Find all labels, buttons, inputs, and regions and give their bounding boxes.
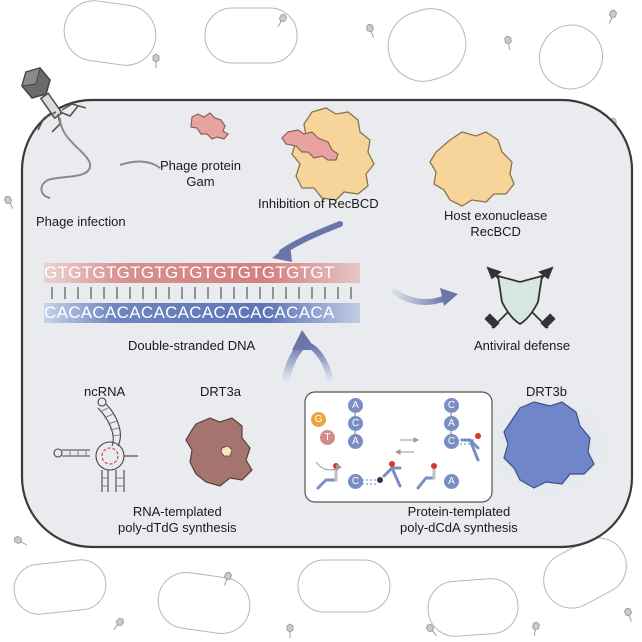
gam-protein bbox=[190, 112, 229, 140]
injected-dna bbox=[40, 117, 91, 199]
nucleotide-a: A bbox=[348, 434, 363, 449]
label-rna-templated: RNA-templated poly-dTdG synthesis bbox=[118, 504, 237, 536]
shield-icon bbox=[484, 266, 556, 329]
nucleotide-c: C bbox=[348, 416, 363, 431]
inset-binding-motifs bbox=[316, 433, 481, 490]
background-bacteria bbox=[13, 0, 627, 637]
label-host-exonuclease-line2: RecBCD bbox=[470, 224, 521, 239]
label-protein-templated-line2: poly-dCdA synthesis bbox=[400, 520, 518, 535]
label-antiviral: Antiviral defense bbox=[474, 338, 571, 353]
label-inhibition: Inhibition of RecBCD bbox=[258, 196, 379, 211]
nucleotide-c: C bbox=[444, 398, 459, 413]
ncrna-structure bbox=[53, 397, 138, 492]
label-drt3a: DRT3a bbox=[200, 384, 241, 399]
dna-top-strand: GTGTGTGTGTGTGTGTGTGTGTGT bbox=[44, 263, 360, 283]
label-protein-templated-line1: Protein-templated bbox=[407, 504, 511, 519]
drt3a-protein bbox=[185, 417, 253, 487]
nucleotide-c: C bbox=[348, 474, 363, 489]
nucleotide-g: G bbox=[311, 412, 326, 427]
nucleotide-a: A bbox=[444, 474, 459, 489]
recbcd-protein bbox=[429, 131, 515, 207]
label-protein-templated: Protein-templated poly-dCdA synthesis bbox=[400, 504, 518, 536]
label-phage-protein: Phage protein Gam bbox=[160, 158, 241, 190]
nucleotide-t: T bbox=[320, 430, 335, 445]
nucleotide-a: A bbox=[348, 398, 363, 413]
label-phage-protein-line2: Gam bbox=[186, 174, 215, 189]
label-phage-infection: Phage infection bbox=[36, 214, 126, 229]
label-host-exonuclease-line1: Host exonuclease bbox=[444, 208, 548, 223]
phage-icon bbox=[21, 67, 87, 133]
nucleotide-c: C bbox=[444, 434, 459, 449]
label-ncrna: ncRNA bbox=[84, 384, 126, 399]
label-dsdna: Double-stranded DNA bbox=[128, 338, 256, 353]
label-phage-protein-line1: Phage protein bbox=[160, 158, 241, 173]
nucleotide-a: A bbox=[444, 416, 459, 431]
dna-rungs bbox=[51, 287, 352, 299]
drt3b-protein bbox=[503, 401, 595, 489]
label-rna-templated-line1: RNA-templated bbox=[132, 504, 222, 519]
defense-arrow bbox=[392, 289, 449, 305]
label-host-exonuclease: Host exonuclease RecBCD bbox=[444, 208, 547, 240]
dna-bottom-strand: CACACACACACACACACACACACA bbox=[44, 303, 360, 323]
label-drt3b: DRT3b bbox=[526, 384, 567, 399]
label-rna-templated-line2: poly-dTdG synthesis bbox=[118, 520, 237, 535]
